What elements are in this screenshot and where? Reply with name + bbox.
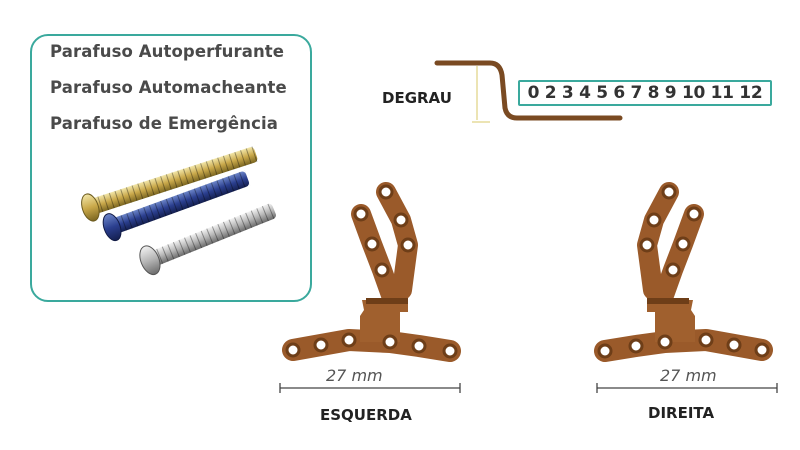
screw-type-self-tapping: Parafuso Automacheante	[50, 78, 287, 97]
right-plate-dimension: 27 mm	[660, 366, 717, 385]
right-plate-label: DIREITA	[648, 404, 715, 422]
dimension-lines	[279, 383, 778, 393]
screw-types-box: Parafuso Autoperfurante Parafuso Automac…	[30, 34, 312, 302]
screw-type-self-drilling: Parafuso Autoperfurante	[50, 42, 285, 61]
gold-screw	[81, 146, 259, 222]
step-label: DEGRAU	[382, 89, 452, 107]
silver-screw	[139, 202, 278, 276]
step-profile	[434, 60, 623, 121]
left-plate-dimension: 27 mm	[326, 366, 383, 385]
right-plate	[599, 186, 768, 357]
left-plate-label: ESQUERDA	[320, 406, 412, 424]
blue-screw	[102, 170, 251, 242]
left-plate	[287, 186, 456, 357]
screw-type-emergency: Parafuso de Emergência	[50, 114, 278, 133]
step-values: 0 2 3 4 5 6 7 8 9 10 11 12	[518, 80, 772, 106]
